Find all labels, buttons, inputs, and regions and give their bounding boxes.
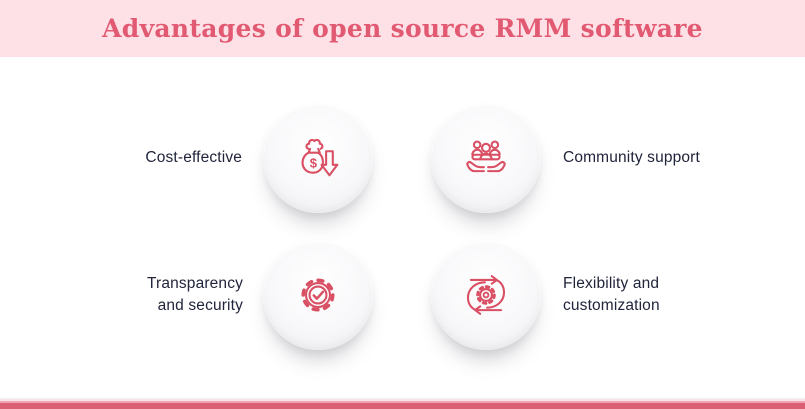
page-title: Advantages of open source RMM software	[102, 14, 703, 43]
community-hands-icon	[466, 140, 506, 173]
label-flexibility-customization: Flexibility and customization	[563, 275, 660, 314]
gear-checkmark-icon	[301, 278, 335, 312]
icon-circle-community-support	[431, 103, 541, 213]
header-band: Advantages of open source RMM software	[0, 0, 805, 57]
label-transparency-security: Transparency and security	[147, 275, 243, 314]
money-bag-discount-icon: $	[301, 139, 339, 177]
footer-bar	[0, 403, 805, 409]
dollar-sign-glyph: $	[310, 156, 318, 171]
label-cost-effective: Cost-effective	[145, 149, 242, 166]
icon-circle-cost-effective: $	[263, 103, 373, 213]
icon-circle-transparency-security	[263, 240, 373, 350]
footer-stripe-mid	[0, 401, 805, 403]
cycle-gear-arrows-icon	[466, 275, 506, 315]
footer-hairline	[0, 398, 805, 399]
footer-stripe-light	[0, 399, 805, 401]
icon-circle-flexibility-customization	[431, 240, 541, 350]
label-community-support: Community support	[563, 149, 700, 166]
